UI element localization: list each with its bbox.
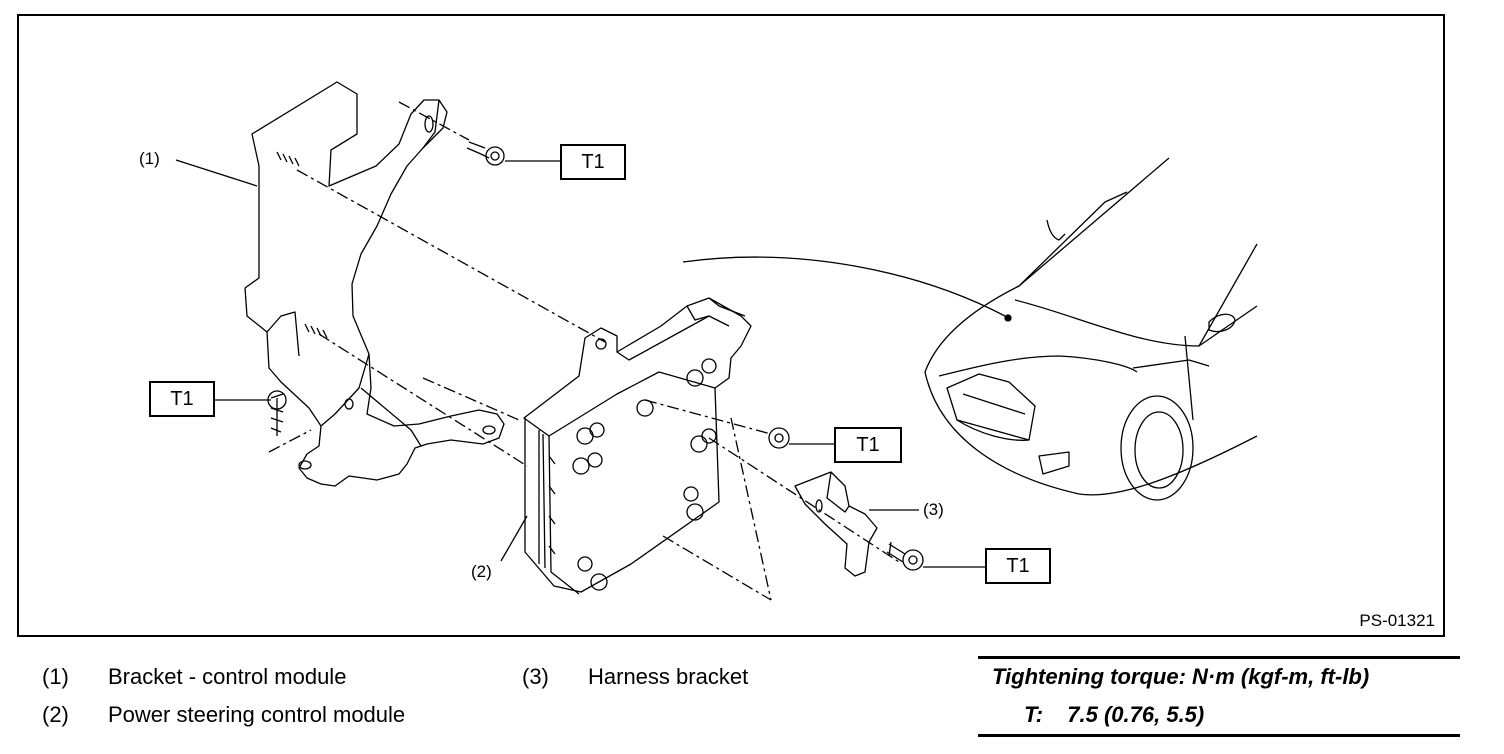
legend-item-3: (3) Harness bracket bbox=[522, 664, 748, 690]
legend-item-number: (3) bbox=[522, 664, 549, 689]
torque-value-row: T: 7.5 (0.76, 5.5) bbox=[978, 702, 1504, 728]
bracket-control-module-drawing bbox=[244, 81, 505, 487]
torque-label-t1-nut: T1 bbox=[834, 427, 902, 463]
legend-item-text: Power steering control module bbox=[108, 702, 406, 727]
legend-item-1: (1) Bracket - control module bbox=[42, 664, 346, 690]
leader-lines bbox=[175, 159, 985, 568]
torque-value: 7.5 (0.76, 5.5) bbox=[1067, 702, 1205, 727]
harness-bracket-drawing bbox=[794, 471, 878, 577]
torque-key: T: bbox=[1024, 702, 1044, 727]
torque-label-t1-top: T1 bbox=[560, 144, 626, 180]
torque-table-bottom-rule bbox=[978, 734, 1460, 737]
diagram-artwork bbox=[175, 81, 1258, 601]
torque-table-top-rule bbox=[978, 656, 1460, 659]
center-lines bbox=[268, 101, 900, 601]
legend-item-2: (2) Power steering control module bbox=[42, 702, 405, 728]
callout-3: (3) bbox=[923, 500, 944, 519]
legend-item-number: (1) bbox=[42, 664, 69, 689]
torque-heading: Tightening torque: N·m (kgf-m, ft-lb) bbox=[992, 664, 1370, 689]
fasteners-drawing bbox=[267, 141, 924, 571]
power-steering-control-module-drawing bbox=[523, 297, 752, 595]
torque-label-t1-left: T1 bbox=[149, 381, 215, 417]
callout-1: (1) bbox=[139, 149, 160, 168]
legend-item-number: (2) bbox=[42, 702, 69, 727]
legend-item-text: Bracket - control module bbox=[108, 664, 347, 689]
exploded-diagram: T1 T1 T1 T1 (1) (2) (3) PS-01321 bbox=[17, 14, 1445, 637]
legend-item-text: Harness bracket bbox=[588, 664, 749, 689]
vehicle-location-drawing bbox=[682, 157, 1258, 501]
figure-code: PS-01321 bbox=[1359, 611, 1435, 630]
torque-label-t1-bottom: T1 bbox=[985, 548, 1051, 584]
callout-2: (2) bbox=[471, 562, 492, 581]
